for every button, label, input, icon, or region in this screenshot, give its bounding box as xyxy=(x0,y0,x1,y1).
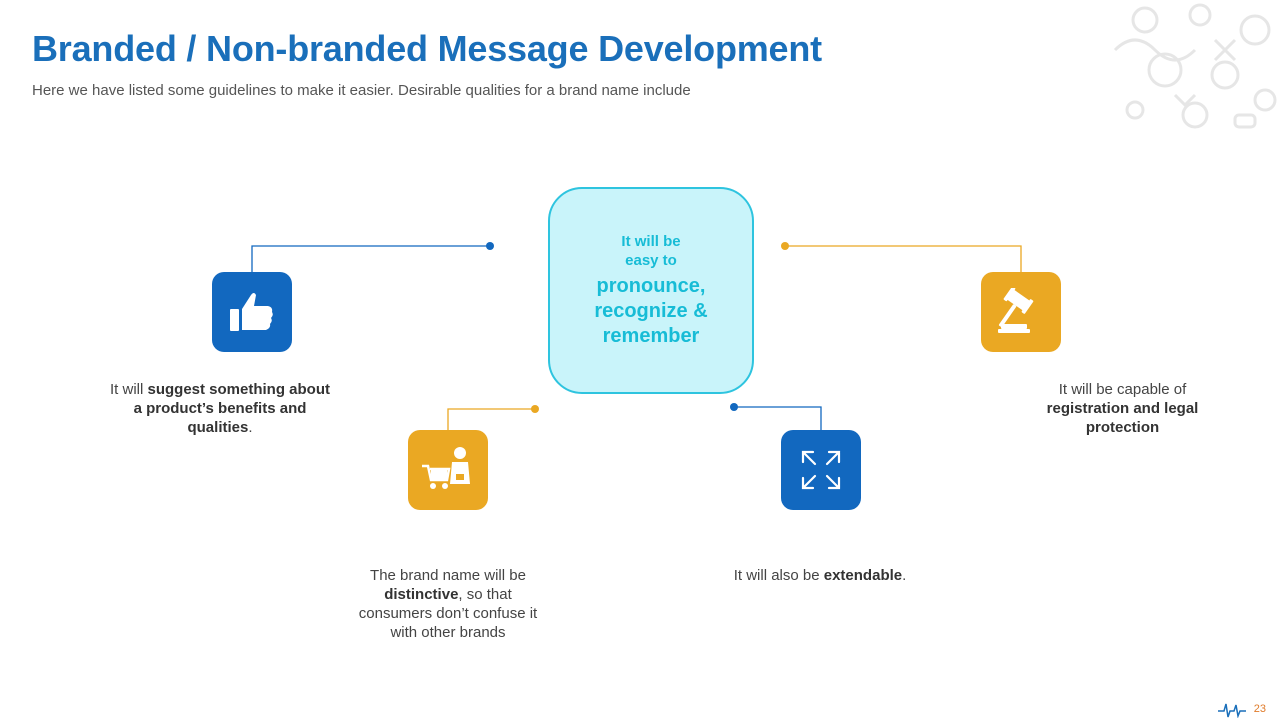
center-line: pronounce, xyxy=(596,275,706,297)
shopping-cart-vendor-icon xyxy=(422,447,470,489)
page-subtitle: Here we have listed some guidelines to m… xyxy=(32,82,691,99)
center-message-box: It will be easy to pronounce, recognize … xyxy=(548,187,754,394)
expand-arrows-icon xyxy=(801,450,841,490)
gavel-icon xyxy=(998,288,1034,333)
caption-distinctive: The brand name will be distinctive, so t… xyxy=(358,567,538,641)
center-line: remember xyxy=(602,325,700,347)
gavel-box xyxy=(981,272,1061,352)
expand-box xyxy=(781,430,861,510)
page-number: 23 xyxy=(1253,703,1266,715)
connector-thumbs-up xyxy=(251,245,490,272)
caption-legal: It will be capable of registration and l… xyxy=(1046,381,1199,436)
connector-dot xyxy=(531,405,539,413)
connector-distinctive xyxy=(447,408,535,430)
thumbs-up-icon xyxy=(230,293,273,331)
connector-dot xyxy=(486,242,494,250)
thumbs-up-box xyxy=(212,272,292,352)
center-highlight: pronounce, recognize & remember xyxy=(594,274,707,349)
vendor-box xyxy=(408,430,488,510)
caption-suggest: It will suggest something about a produc… xyxy=(110,381,331,436)
connector-extendable xyxy=(734,406,822,430)
center-line: easy to xyxy=(625,252,677,269)
connector-dot xyxy=(730,403,738,411)
medical-pattern-decoration xyxy=(1113,3,1277,129)
brand-logo-icon xyxy=(1218,703,1246,718)
caption-extendable: It will also be extendable. xyxy=(733,567,907,584)
connector-dot xyxy=(781,242,789,250)
center-line: It will be xyxy=(621,233,681,250)
connector-legal xyxy=(785,245,1022,272)
page-title: Branded / Non-branded Message Developmen… xyxy=(32,28,822,69)
center-line: recognize & xyxy=(594,300,708,322)
